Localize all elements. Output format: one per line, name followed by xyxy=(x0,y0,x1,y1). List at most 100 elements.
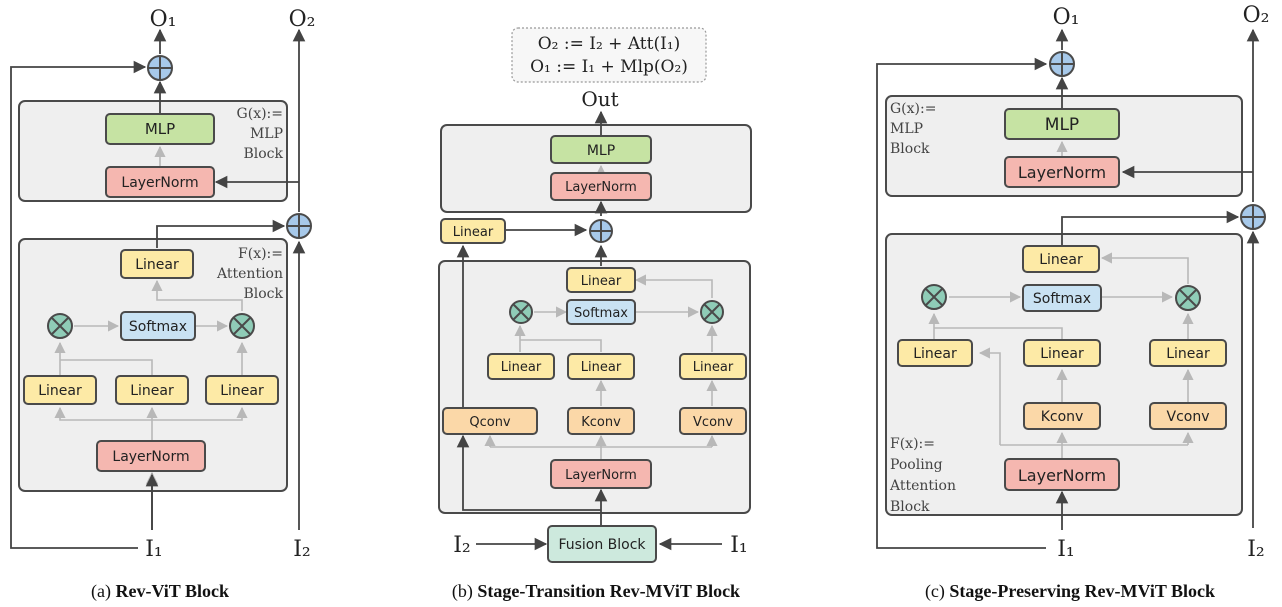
panel-c-i1-label: I₁ xyxy=(1057,537,1075,562)
panel-b-qconv-label: Qconv xyxy=(469,415,511,430)
panel-c-linear-v-box xyxy=(1149,339,1227,367)
panel-b-caption-prefix: (b) xyxy=(452,581,478,602)
panel-b-layernorm-bottom-box xyxy=(550,459,652,489)
panel-b-i1-label: I₁ xyxy=(730,533,748,558)
panel-b-attention-block xyxy=(438,260,751,514)
panel-c-layernorm-top-label: LayerNorm xyxy=(1018,163,1106,182)
panel-c-caption: (c) Stage-Preserving Rev-MViT Block xyxy=(925,581,1215,602)
panel-b-linear-skip-label: Linear xyxy=(453,225,494,240)
panel-a-softmax-box xyxy=(120,311,196,341)
panel-a-linear-out-box xyxy=(120,249,194,279)
panel-c-kconv-box xyxy=(1023,402,1101,430)
panel-c-linear-q-box xyxy=(897,339,973,367)
panel-c-vconv-label: Vconv xyxy=(1167,409,1210,425)
panel-a-mlp-box xyxy=(105,113,215,145)
panel-c-layernorm-bottom-box xyxy=(1004,458,1120,491)
panel-a-add-top-icon xyxy=(147,55,173,81)
panel-c-i2-label: I₂ xyxy=(1247,537,1265,562)
panel-c-linear-out-box xyxy=(1022,245,1100,273)
panel-c-g-label-3: Block xyxy=(890,141,930,157)
panel-b-formula-box xyxy=(511,27,707,83)
panel-a-g-label-1: G(x):= xyxy=(237,106,283,122)
panel-c-g-label-2: MLP xyxy=(890,121,923,137)
panel-b-caption-title: Stage-Transition Rev-MViT Block xyxy=(477,581,740,601)
panel-b-add-icon xyxy=(589,219,613,243)
panel-a-f-label-1: F(x):= xyxy=(238,246,283,262)
panel-a-linear-v-box xyxy=(205,375,279,405)
panel-b-layernorm-bottom-label: LayerNorm xyxy=(565,468,637,483)
panel-b-layernorm-top-box xyxy=(550,172,652,201)
panel-c-caption-title: Stage-Preserving Rev-MViT Block xyxy=(949,581,1215,601)
panel-c-add-top-icon xyxy=(1049,51,1075,77)
panel-c-add-mid-icon xyxy=(1240,204,1266,230)
panel-b-mlp-box xyxy=(550,135,652,164)
panel-a-multiply-right-icon xyxy=(229,313,255,339)
panel-c-o1-label: O₁ xyxy=(1053,5,1080,30)
panel-c-layernorm-top-box xyxy=(1004,156,1120,188)
panel-a-i1-label: I₁ xyxy=(145,537,163,562)
panel-b-linear-out-box xyxy=(566,267,636,293)
panel-b-softmax-label: Softmax xyxy=(574,306,628,321)
panel-a-mlp-label: MLP xyxy=(145,120,175,138)
panel-a-f-label-3: Block xyxy=(243,286,283,302)
panel-b-kconv-box xyxy=(567,407,635,435)
panel-c-mlp-label: MLP xyxy=(1045,115,1079,135)
panel-b-multiply-right-icon xyxy=(700,300,724,324)
panel-b-linear-q-label: Linear xyxy=(501,360,542,375)
panel-b-stage-transition: O₂ := I₂ + Att(I₁) O₁ := I₁ + Mlp(O₂) Ou… xyxy=(438,27,752,602)
panel-b-kconv-label: Kconv xyxy=(581,415,621,430)
panel-b-out-label: Out xyxy=(581,87,618,111)
panel-c-stage-preserving: G(x):= MLP Block F(x):= Pooling Attentio… xyxy=(876,3,1269,602)
panel-a-layernorm-top-box xyxy=(105,166,215,198)
panel-a-i2-label: I₂ xyxy=(293,537,311,562)
panel-a-f-label-2: Attention xyxy=(216,266,283,282)
panel-c-multiply-right-icon xyxy=(1175,285,1201,311)
panel-b-layernorm-top-label: LayerNorm xyxy=(565,180,637,195)
panel-a-caption-prefix: (a) xyxy=(91,581,115,602)
panel-c-vconv-box xyxy=(1149,402,1227,430)
panel-b-linear-k-box xyxy=(567,353,635,380)
panel-b-linear-v-label: Linear xyxy=(693,360,734,375)
panel-c-layernorm-bottom-label: LayerNorm xyxy=(1018,466,1106,485)
panel-a-linear-q-label: Linear xyxy=(38,383,82,399)
panel-c-linear-v-label: Linear xyxy=(1166,346,1210,362)
panel-c-linear-out-label: Linear xyxy=(1039,252,1083,268)
panel-c-f-label-4: Block xyxy=(890,499,930,515)
panel-a-o2-label: O₂ xyxy=(289,7,316,32)
panel-a-linear-q-box xyxy=(23,375,97,405)
panel-a-caption-title: Rev-ViT Block xyxy=(115,581,229,601)
panel-a-rev-vit: G(x):= MLP Block F(x):= Attention Block xyxy=(10,7,316,602)
panel-b-formula-2: O₁ := I₁ + Mlp(O₂) xyxy=(530,57,688,77)
panel-a-linear-k-box xyxy=(115,375,189,405)
panel-a-add-mid-icon xyxy=(286,213,312,239)
panel-a-g-label-3: Block xyxy=(243,146,283,162)
panel-a-f-block xyxy=(18,238,288,492)
panel-a-caption: (a) Rev-ViT Block xyxy=(91,581,229,602)
panel-b-vconv-box xyxy=(679,407,747,435)
panel-b-vconv-label: Vconv xyxy=(693,415,733,430)
panel-b-fusion-box xyxy=(547,525,657,563)
panel-c-mlp-box xyxy=(1004,108,1120,140)
panel-b-softmax-box xyxy=(566,299,636,325)
panel-b-linear-v-box xyxy=(679,353,747,380)
panel-a-multiply-left-icon xyxy=(47,313,73,339)
panel-c-f-label-3: Attention xyxy=(889,478,956,494)
panel-a-o1-label: O₁ xyxy=(150,7,177,32)
panel-b-linear-skip-box xyxy=(440,218,506,244)
panel-b-linear-q-box xyxy=(487,353,555,380)
panel-a-linear-v-label: Linear xyxy=(220,383,264,399)
panel-c-caption-prefix: (c) xyxy=(925,581,949,602)
panel-b-i2-label: I₂ xyxy=(453,533,471,558)
panel-b-mlp-label: MLP xyxy=(587,143,615,159)
panel-a-layernorm-bottom-label: LayerNorm xyxy=(112,449,189,465)
panel-a-linear-out-label: Linear xyxy=(135,257,179,273)
panel-c-softmax-box xyxy=(1022,284,1102,312)
panel-b-caption: (b) Stage-Transition Rev-MViT Block xyxy=(452,581,740,602)
panel-a-linear-k-label: Linear xyxy=(130,383,174,399)
panel-b-linear-k-label: Linear xyxy=(581,360,622,375)
panel-a-g-label-2: MLP xyxy=(250,126,283,142)
panel-c-linear-k-box xyxy=(1023,339,1101,367)
panel-c-linear-q-label: Linear xyxy=(913,346,957,362)
panel-a-layernorm-bottom-box xyxy=(96,440,206,472)
